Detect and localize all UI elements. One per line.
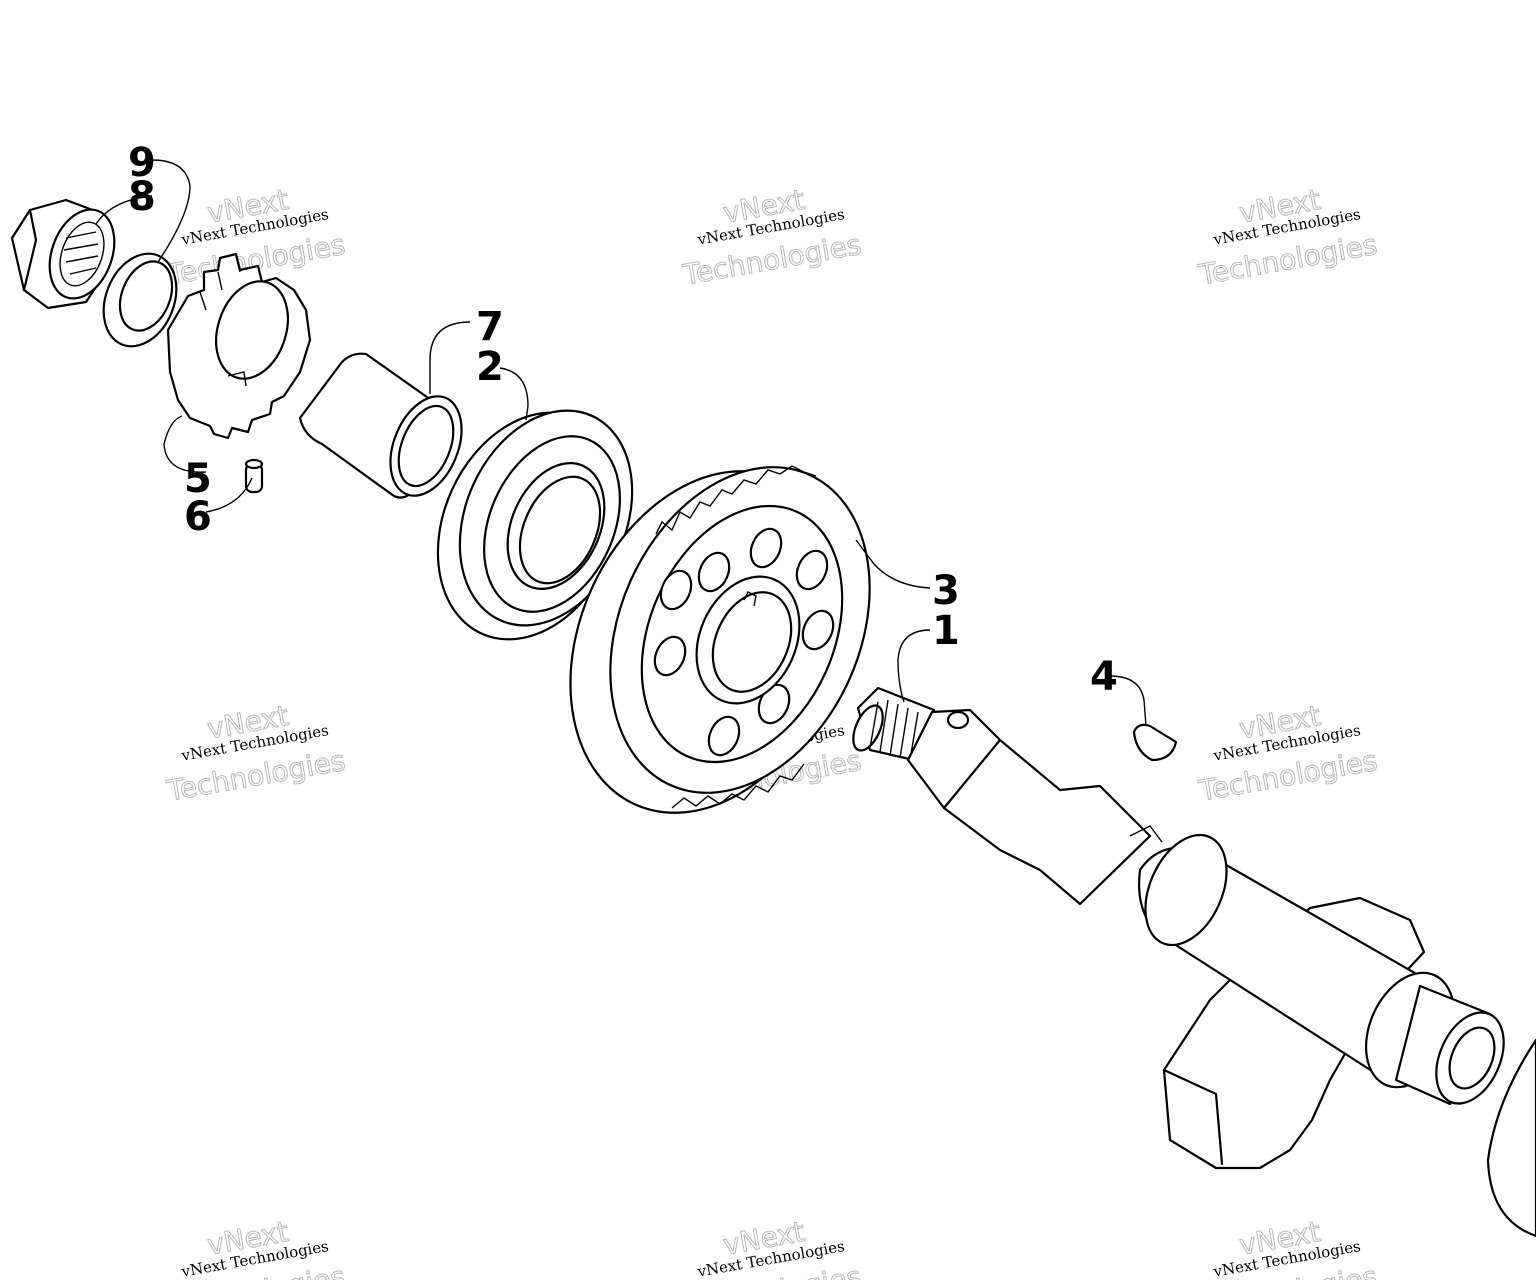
- part-nut: [10, 198, 116, 310]
- part-pin: [244, 458, 264, 494]
- part-washer: [102, 252, 178, 348]
- callout-9: 9: [128, 140, 156, 186]
- callout-1: 1: [932, 608, 960, 654]
- callout-2: 2: [476, 344, 504, 390]
- part-key: [1132, 723, 1178, 762]
- leader-lines: [95, 159, 1147, 727]
- callout-4: 4: [1090, 654, 1118, 700]
- callout-3: 3: [932, 568, 960, 614]
- callout-8: 8: [128, 174, 156, 220]
- part-lock-plate: [166, 252, 312, 440]
- part-crankshaft: [852, 686, 1536, 1238]
- part-gear: [569, 465, 871, 814]
- callout-7: 7: [476, 304, 504, 350]
- watermark-top-right: vNext vNext Technologies Technologies: [1195, 183, 1380, 293]
- callout-5: 5: [184, 456, 212, 502]
- callout-labels: 9 8 7 2 5 6 3 1 4: [128, 140, 1118, 700]
- watermark-middle-right: vNext vNext Technologies Technologies: [1195, 699, 1380, 809]
- part-bearing: [436, 409, 634, 641]
- watermark-middle-left: vNext vNext Technologies Technologies: [163, 699, 348, 809]
- watermark-bottom-right: vNext vNext Technologies Technologies: [1195, 1215, 1380, 1285]
- watermark-bottom-left: vNext vNext Technologies Technologies: [163, 1215, 348, 1285]
- part-sleeve: [298, 352, 463, 499]
- watermark-top-center: vNext vNext Technologies Technologies: [679, 183, 864, 293]
- callout-6: 6: [184, 494, 212, 540]
- watermark-bottom-center: vNext vNext Technologies Technologies: [679, 1215, 864, 1285]
